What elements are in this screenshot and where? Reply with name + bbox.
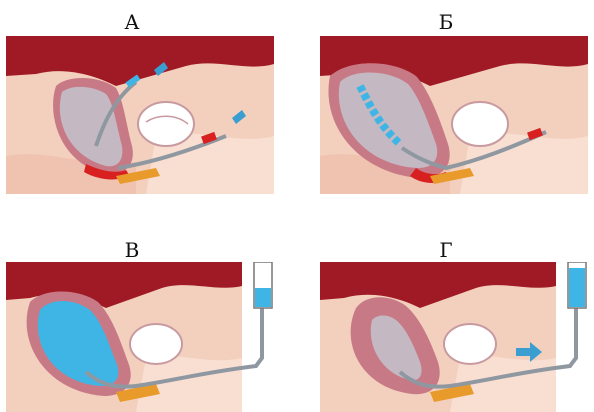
pubic-bone <box>138 102 194 146</box>
panel-b-label: Б <box>426 10 466 34</box>
pubic-bone <box>130 324 182 364</box>
pubic-bone <box>452 102 508 146</box>
panel-v-illustration <box>6 262 274 412</box>
syringe <box>568 262 586 308</box>
syringe <box>254 262 272 308</box>
panel-g-label: Г <box>426 238 466 262</box>
pubic-bone <box>444 324 496 364</box>
panel-a-illustration <box>6 36 274 194</box>
panel-a-label: А <box>112 10 152 34</box>
panel-v-label: В <box>112 238 152 262</box>
panel-g-illustration <box>320 262 588 412</box>
panel-b-illustration <box>320 36 588 194</box>
